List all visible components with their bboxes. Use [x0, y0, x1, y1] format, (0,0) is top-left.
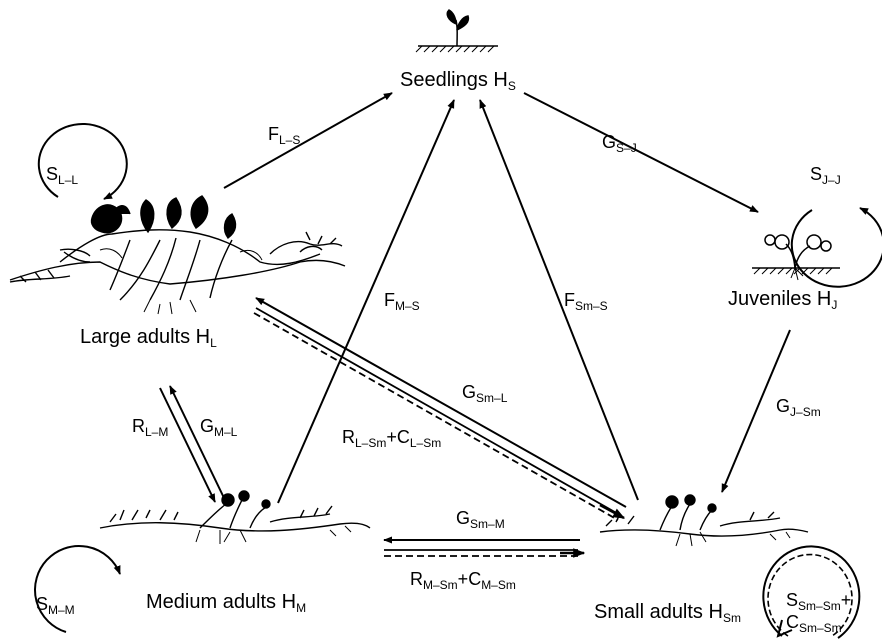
label-g-s-j: GS–J	[602, 132, 637, 155]
small-adults-illustration	[600, 495, 808, 546]
label-medium-adults: Medium adults HM	[146, 591, 306, 615]
label-f-m-s: FM–S	[384, 290, 420, 313]
label-g-j-sm: GJ–Sm	[776, 396, 821, 419]
label-g-sm-l: GSm–L	[462, 382, 508, 405]
label-s-j-j: SJ–J	[810, 164, 841, 187]
arrow-r-c-l-sm	[254, 308, 624, 520]
arrow-g-m-l	[170, 386, 225, 500]
label-r-l-m: RL–M	[132, 416, 168, 439]
arrow-r-c-m-sm	[384, 550, 584, 556]
label-c-sm-sm: CSm–Sm	[786, 612, 842, 635]
label-g-m-l: GM–L	[200, 416, 238, 439]
medium-adults-illustration	[100, 491, 370, 544]
large-adults-illustration	[10, 196, 345, 314]
arrow-g-s-j	[524, 93, 758, 212]
arrow-f-sm-s	[480, 100, 638, 500]
label-g-sm-m: GSm–M	[456, 508, 505, 531]
label-r-c-m-sm: RM–Sm+CM–Sm	[410, 569, 516, 592]
label-seedlings: Seedlings HS	[400, 69, 516, 93]
seedling-illustration	[416, 10, 498, 52]
juvenile-illustration	[752, 235, 840, 280]
label-large-adults: Large adults HL	[80, 326, 217, 350]
arrow-r-l-m	[160, 388, 215, 502]
label-s-l-l: SL–L	[46, 164, 78, 187]
label-small-adults: Small adults HSm	[594, 601, 741, 625]
label-s-m-m: SM–M	[36, 594, 75, 617]
arrow-f-l-s	[224, 93, 392, 188]
label-f-sm-s: FSm–S	[564, 290, 608, 313]
label-s-sm-sm: SSm–Sm+	[786, 590, 851, 613]
loop-s-m-m	[35, 546, 120, 632]
loop-s-j-j	[792, 208, 882, 287]
label-r-c-l-sm: RL–Sm+CL–Sm	[342, 427, 441, 450]
label-juveniles: Juveniles HJ	[728, 288, 837, 312]
label-f-l-s: FL–S	[268, 124, 300, 147]
loop-s-l-l	[39, 124, 127, 199]
